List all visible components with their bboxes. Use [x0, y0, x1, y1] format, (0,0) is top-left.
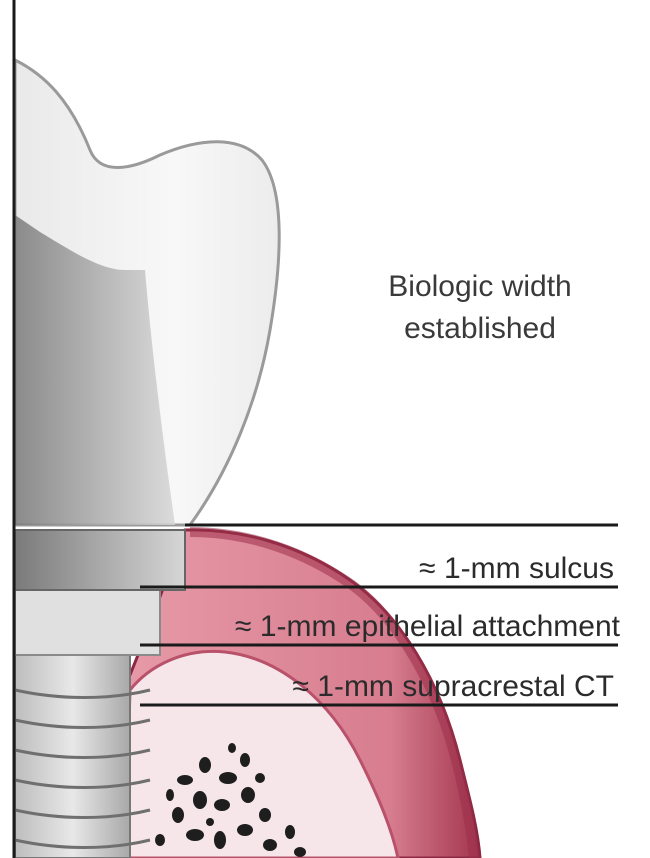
title-line-2: established [330, 308, 630, 350]
diagram-title: Biologic width established [330, 266, 630, 350]
label-epithelial-attachment: ≈ 1-mm epithelial attachment [235, 610, 620, 644]
title-line-1: Biologic width [330, 266, 630, 308]
implant-collar [15, 590, 160, 655]
implant-fixture [15, 655, 150, 858]
label-sulcus: ≈ 1-mm sulcus [419, 552, 614, 586]
label-supracrestal-ct: ≈ 1-mm supracrestal CT [292, 670, 614, 704]
abutment-collar [15, 530, 185, 590]
